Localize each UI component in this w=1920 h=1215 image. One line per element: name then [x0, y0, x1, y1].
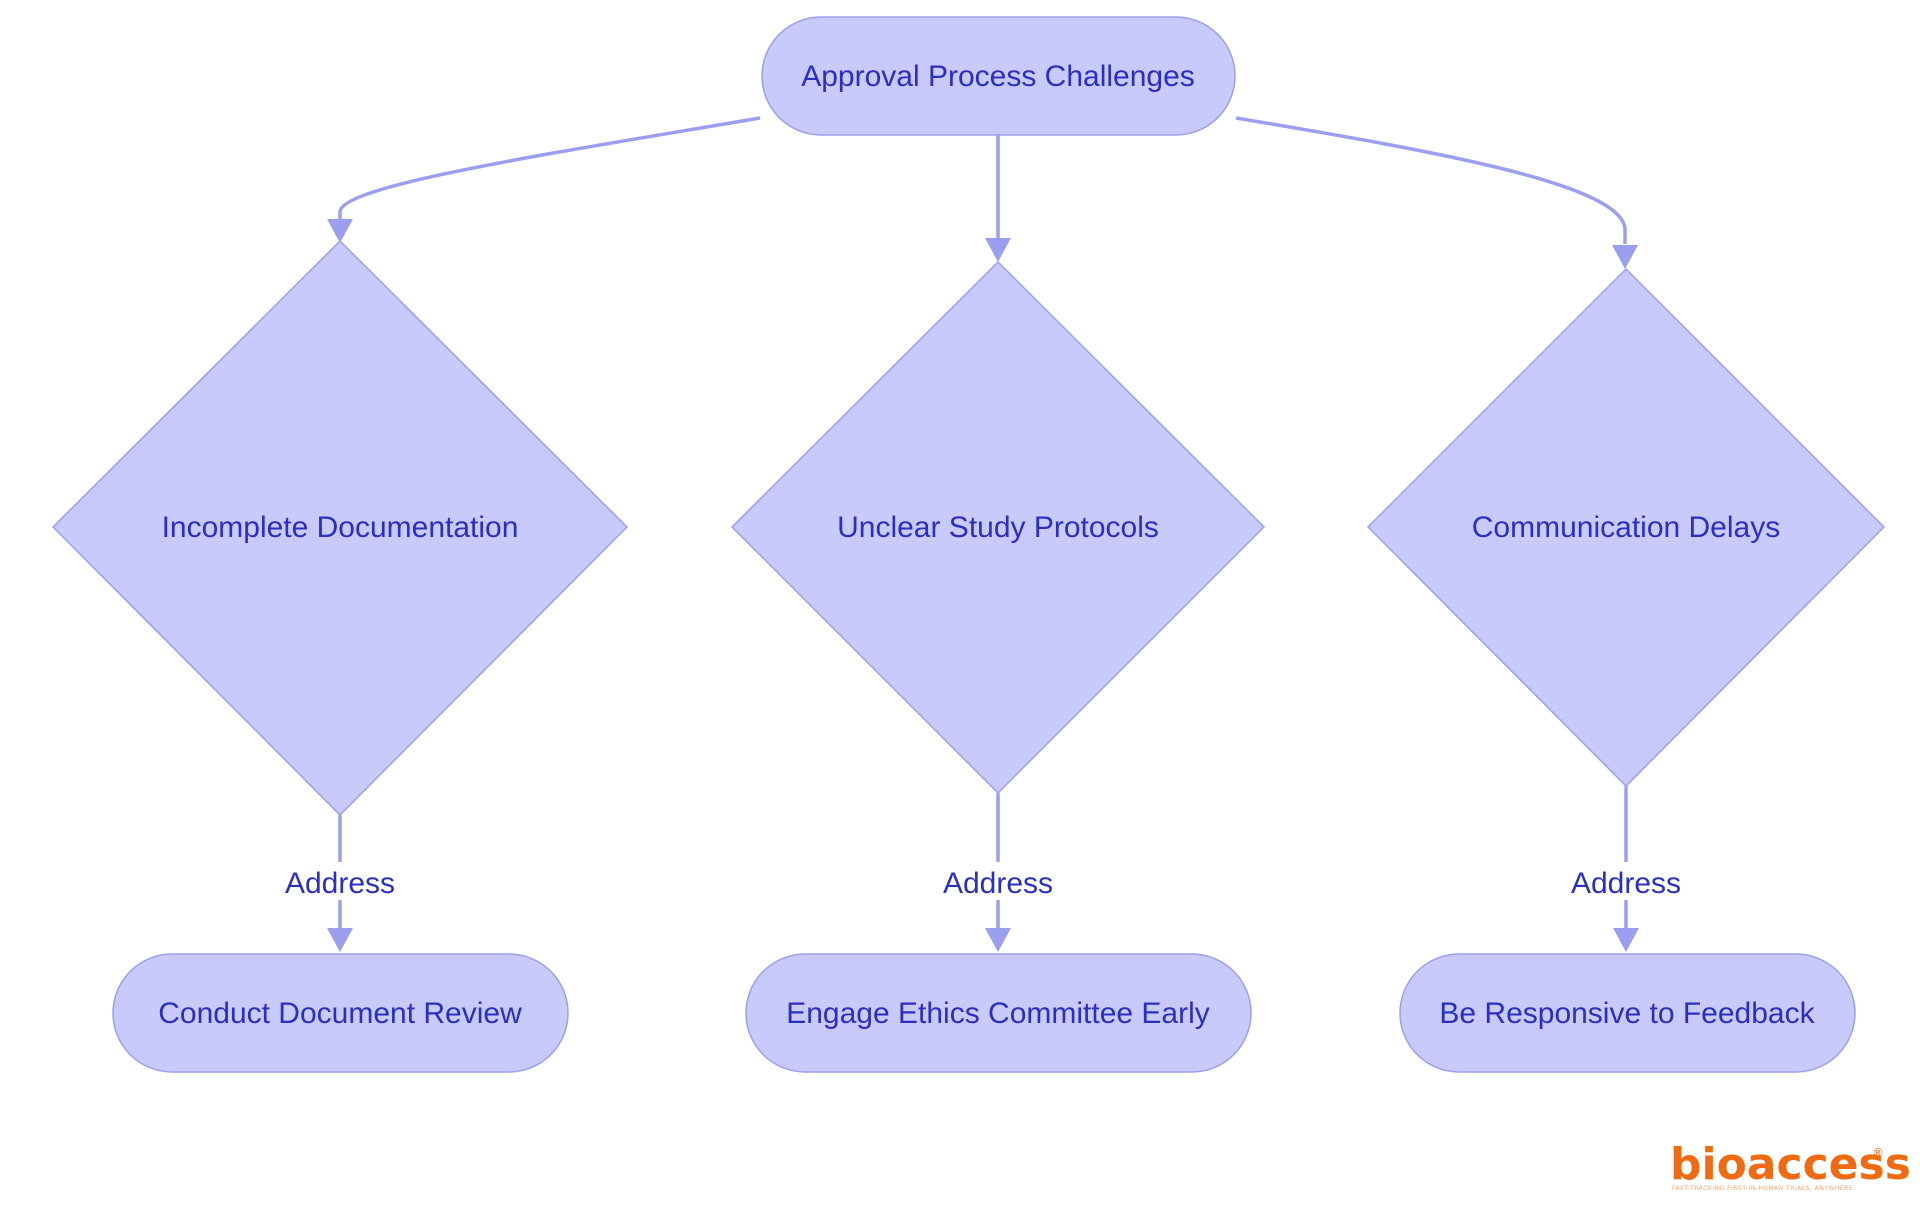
bioaccess-logo: bioaccess ® FAST-TRACKING FIRST-IN-HUMAN…	[1670, 1139, 1911, 1192]
svg-text:Address: Address	[1571, 867, 1681, 900]
arrowhead-communication-delays	[1612, 245, 1638, 269]
decision-node-communication-delays: Communication Delays	[1366, 267, 1886, 788]
action-node-conduct-document-review: Conduct Document Review	[112, 953, 569, 1073]
svg-text:Be Responsive to Feedback: Be Responsive to Feedback	[1439, 997, 1815, 1030]
arrowhead-document-review	[327, 928, 353, 952]
svg-text:Unclear Study Protocols: Unclear Study Protocols	[837, 511, 1159, 544]
edge-label-communication-delays: Address	[1568, 862, 1684, 900]
action-node-be-responsive-to-feedback: Be Responsive to Feedback	[1399, 953, 1856, 1073]
svg-text:Address: Address	[943, 867, 1053, 900]
svg-text:®: ®	[1872, 1146, 1884, 1160]
svg-text:FAST-TRACKING FIRST-IN-HUMAN T: FAST-TRACKING FIRST-IN-HUMAN TRIALS, ANY…	[1672, 1185, 1853, 1192]
decision-node-unclear-study-protocols: Unclear Study Protocols	[730, 260, 1266, 795]
arrowhead-incomplete-documentation	[327, 219, 353, 243]
edge-label-incomplete-documentation: Address	[282, 862, 398, 900]
svg-text:Communication Delays: Communication Delays	[1472, 511, 1780, 544]
arrowhead-ethics-committee	[985, 928, 1011, 952]
svg-text:bioaccess: bioaccess	[1670, 1139, 1911, 1190]
svg-text:Approval Process Challenges: Approval Process Challenges	[801, 60, 1195, 93]
svg-text:Engage Ethics Committee Early: Engage Ethics Committee Early	[786, 997, 1210, 1030]
edge-root-to-communication-delays	[1235, 116, 1627, 244]
action-node-engage-ethics-committee-early: Engage Ethics Committee Early	[745, 953, 1252, 1073]
svg-text:Conduct Document Review: Conduct Document Review	[158, 997, 522, 1030]
decision-node-incomplete-documentation: Incomplete Documentation	[51, 239, 629, 817]
root-node-approval-process-challenges: Approval Process Challenges	[761, 16, 1236, 136]
edge-root-to-incomplete-documentation	[338, 116, 761, 238]
svg-text:Incomplete Documentation: Incomplete Documentation	[162, 511, 519, 544]
svg-text:Address: Address	[285, 867, 395, 900]
arrowhead-feedback	[1613, 928, 1639, 952]
edge-label-unclear-study-protocols: Address	[940, 862, 1056, 900]
arrowhead-unclear-study-protocols	[985, 238, 1011, 262]
